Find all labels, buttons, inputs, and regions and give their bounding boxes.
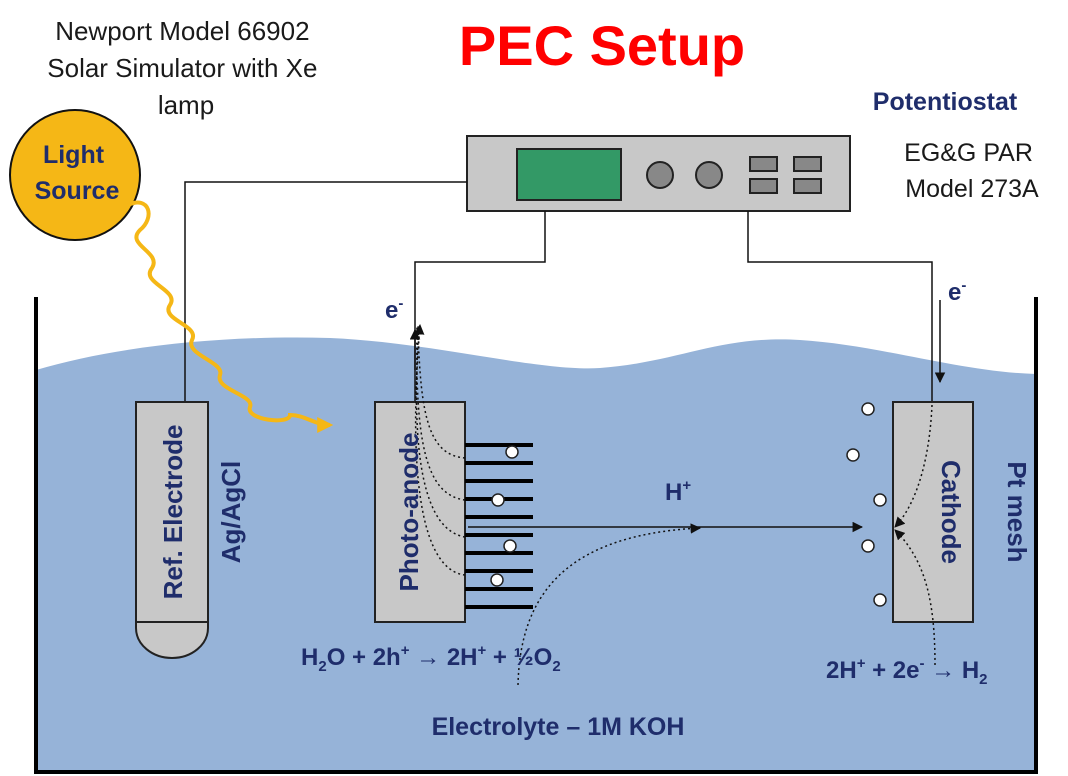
reference-electrode-label: Ref. Electrode [158,425,188,600]
svg-text:Newport Model 66902 Solar: Newport Model 66902 Solar Simulator with… [47,16,324,120]
cathode-label: Cathode [936,460,966,564]
light-ray [127,200,334,433]
light-source-caption-line-2: Solar Simulator with Xe [47,53,317,83]
light-source-label-line-2: Source [35,177,120,205]
electron-label-anode: e [385,297,398,324]
cathode [892,401,974,623]
anode-reaction: H2O + 2h+ → 2H+ + ½O2 [301,642,561,675]
svg-text:EG&G PAR Model 273A: EG&G PAR Model 273A [904,139,1040,203]
potentiostat-knob-1[interactable] [646,161,674,189]
potentiostat-model-line-2: Model 273A [905,175,1039,203]
cathode-material-label: Pt mesh [1002,461,1032,562]
electron-label-cathode: e [948,279,961,306]
reference-material-label: Ag/AgCl [216,461,246,564]
proton-label: H [665,479,682,506]
light-source-label-line-1: Light [43,141,105,169]
light-source [9,109,141,241]
potentiostat-label: Potentiostat [873,88,1018,116]
reference-electrode [135,401,209,659]
svg-text:H+: H+ [665,477,691,506]
potentiostat-button-4[interactable] [793,178,822,194]
page-title: PEC Setup [459,14,745,77]
potentiostat-device [466,135,851,212]
proton-label-sup: + [682,477,691,494]
svg-text:e-: e- [385,295,403,324]
potentiostat-button-3[interactable] [793,156,822,172]
light-source-caption-line-1: Newport Model 66902 [55,16,309,46]
potentiostat-button-1[interactable] [749,156,778,172]
potentiostat-model-line-1: EG&G PAR [904,139,1033,167]
potentiostat-screen [516,148,622,201]
electrolyte-water [36,337,1036,770]
hydrogen-bubbles [846,402,887,607]
charge-paths [413,323,936,686]
svg-text:Light Source: Light Source [35,141,120,205]
potentiostat-knob-2[interactable] [695,161,723,189]
electron-label-cathode-sup: - [961,277,966,294]
light-source-caption-line-3: lamp [158,90,214,120]
oxygen-bubbles [490,445,519,587]
svg-text:e-: e- [948,277,966,306]
cathode-reaction: 2H+ + 2e- → H2 [826,655,988,688]
photoanode-label: Photo-anode [394,433,424,592]
electrolyte-label: Electrolyte – 1M KOH [432,713,685,741]
electron-label-anode-sup: - [398,295,403,312]
potentiostat-button-2[interactable] [749,178,778,194]
